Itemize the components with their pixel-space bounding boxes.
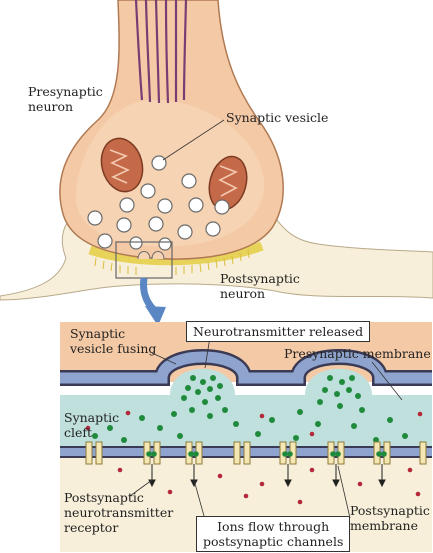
- label-synaptic-vesicle-fusing: Synaptic vesicle fusing: [70, 326, 156, 356]
- label-postsynaptic-receptor: Postsynaptic neurotransmitter receptor: [64, 490, 173, 535]
- label-presynaptic-membrane: Presynaptic membrane: [284, 346, 431, 361]
- label-ions-flow: Ions flow through postsynaptic channels: [196, 516, 350, 552]
- label-presynaptic-neuron: Presynaptic neuron: [28, 84, 103, 114]
- label-postsynaptic-membrane: Postsynaptic membrane: [350, 503, 430, 533]
- label-synaptic-vesicle: Synaptic vesicle: [226, 110, 328, 125]
- label-neurotransmitter-released: Neurotransmitter released: [186, 321, 370, 342]
- label-postsynaptic-neuron: Postsynaptic neuron: [220, 271, 300, 301]
- receptor: [420, 442, 426, 464]
- label-synaptic-cleft: Synaptic cleft: [64, 410, 119, 440]
